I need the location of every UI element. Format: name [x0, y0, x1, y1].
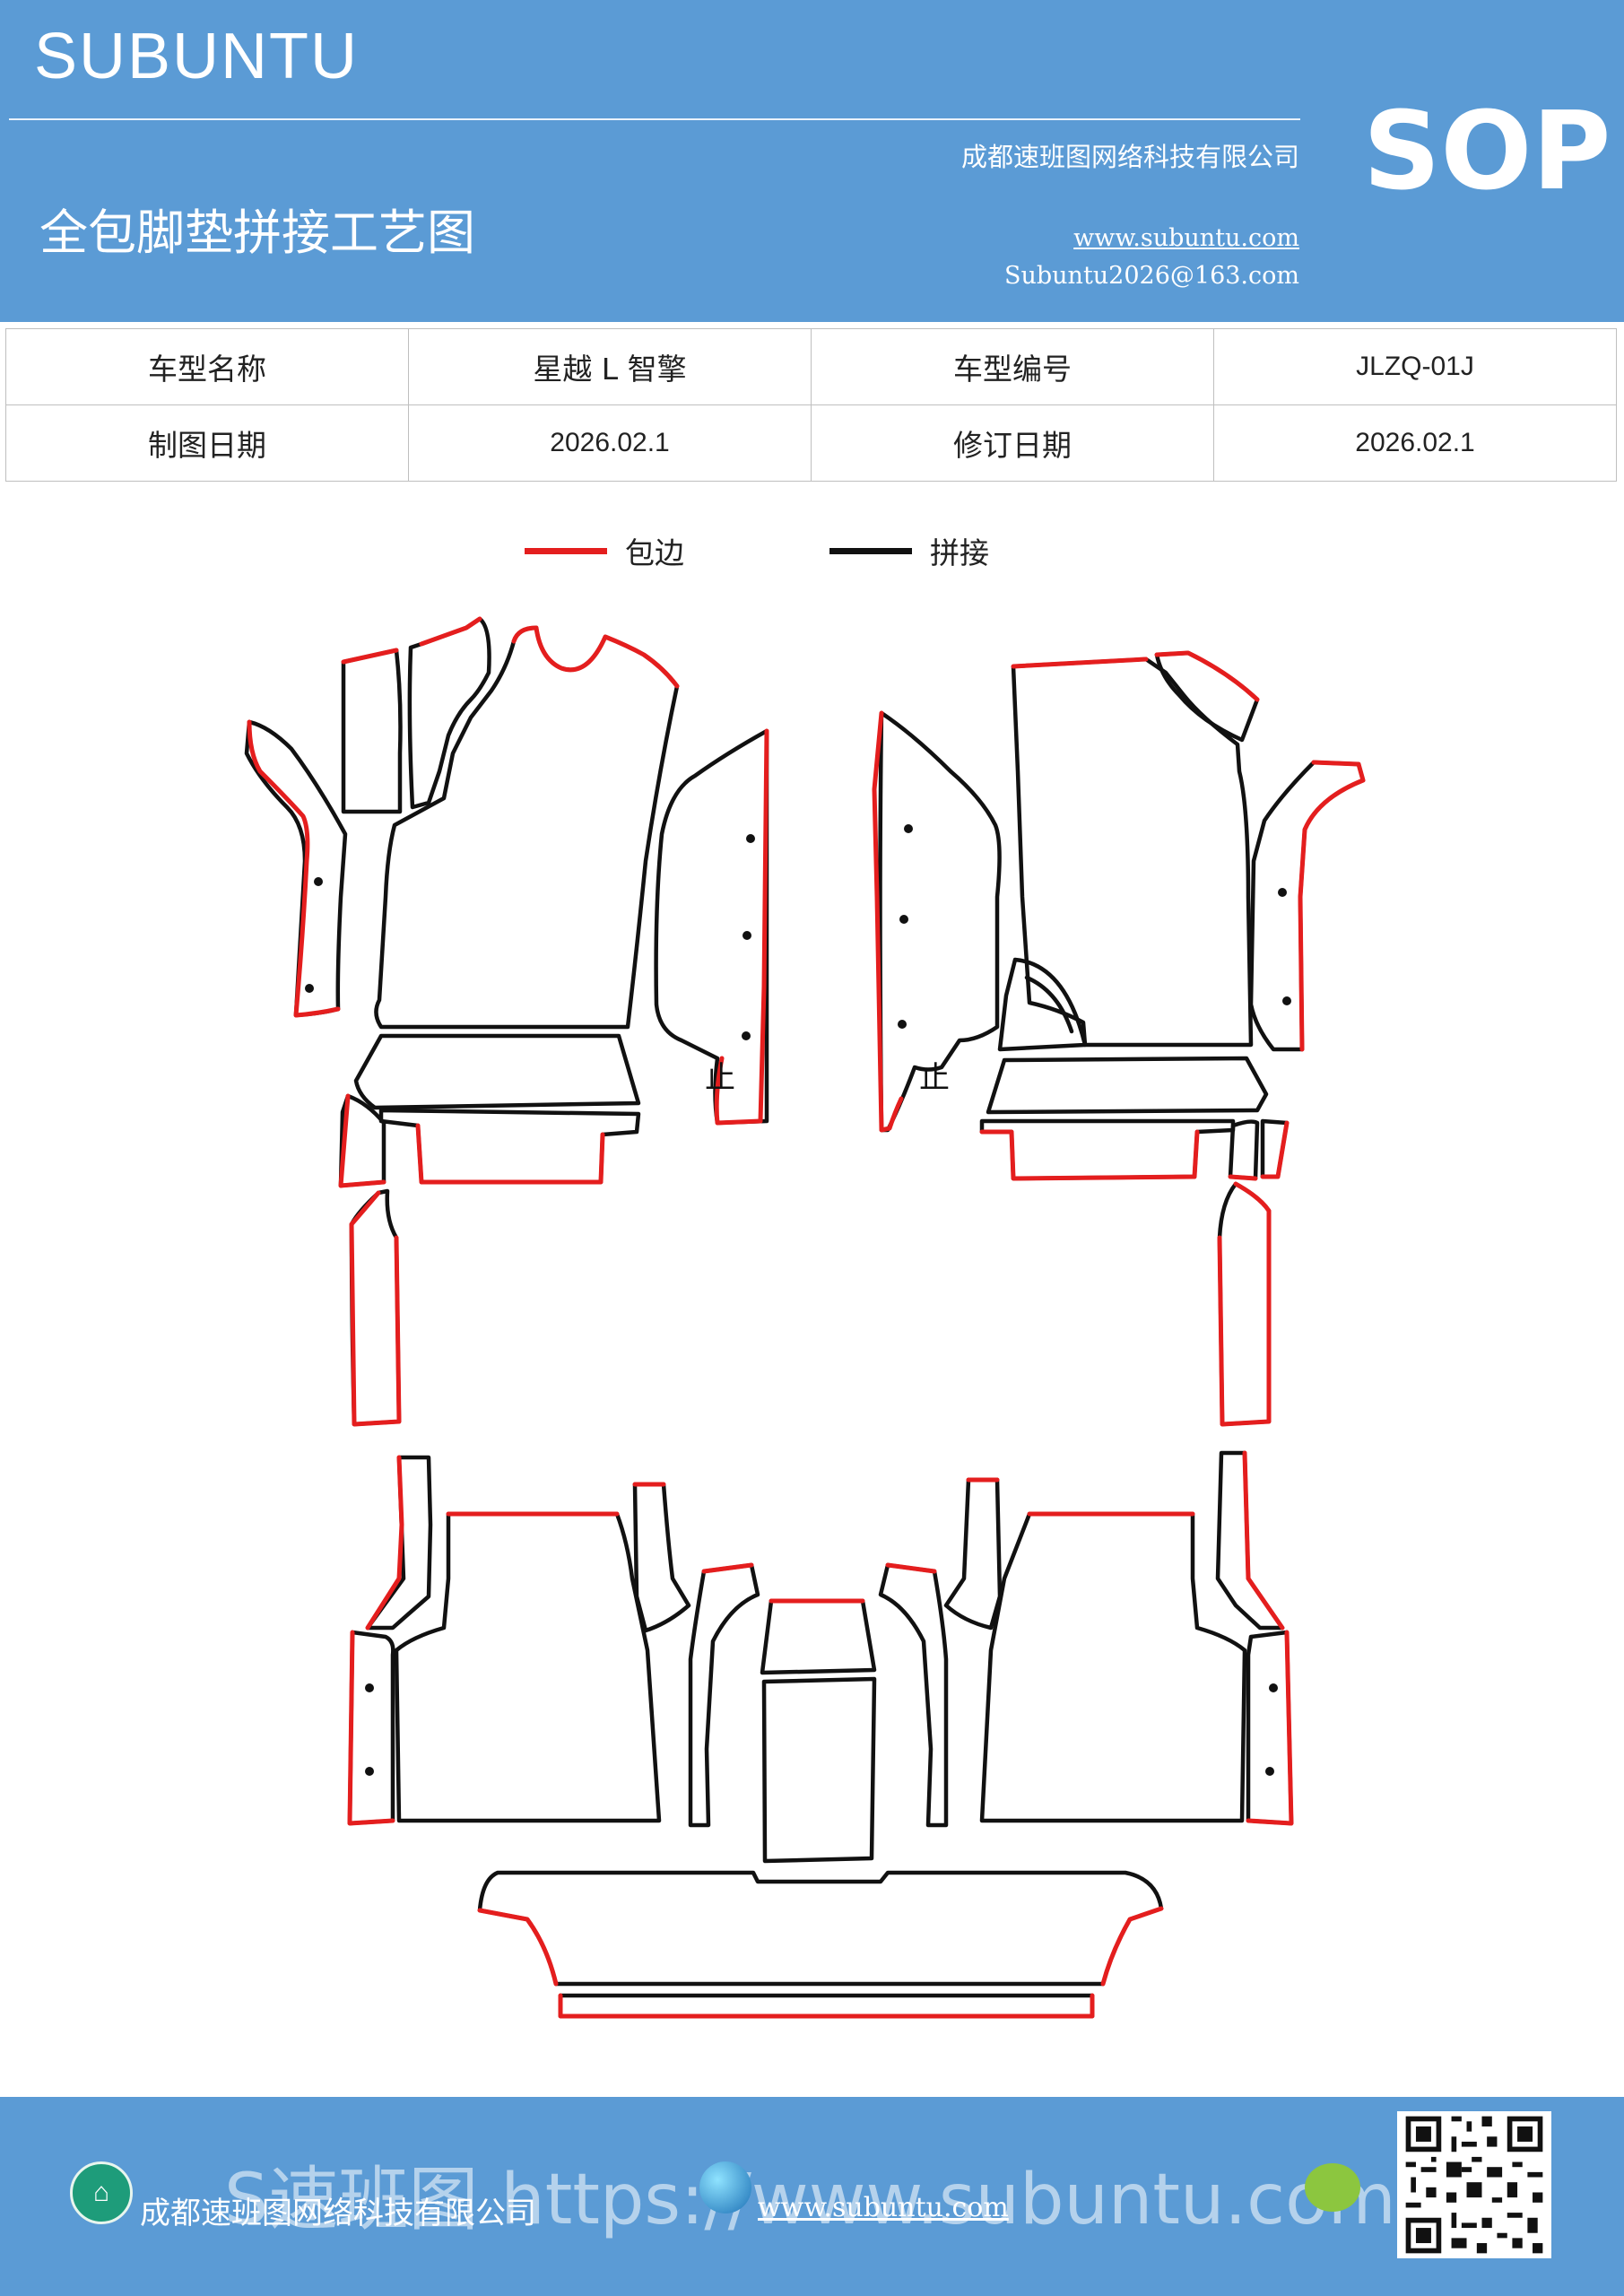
header-divider: [9, 118, 1300, 120]
left-front-strip-a: [341, 648, 403, 814]
footer-website-link[interactable]: www.subuntu.com: [758, 2192, 1009, 2223]
rear-right-main-mat: [979, 1511, 1247, 1823]
website-link[interactable]: www.subuntu.com: [1073, 224, 1299, 252]
rear-left-post: [632, 1482, 691, 1633]
home-icon: ⌂: [70, 2161, 133, 2224]
rear-right-tunnel-side: [878, 1562, 949, 1828]
draw-date-label: 制图日期: [5, 404, 409, 482]
right-front-side-panel: [1248, 760, 1366, 1052]
mounting-holes: [305, 824, 1291, 1776]
rear-right-pillar: [1215, 1450, 1285, 1631]
sop-badge: SOP: [1363, 90, 1611, 214]
right-front-quarter-piece: [997, 957, 1088, 1052]
header-banner: [0, 0, 1624, 322]
legend-splice: 拼接: [829, 529, 989, 572]
right-door-piece-top: [1228, 1118, 1290, 1181]
rear-left-side-strip: [347, 1630, 395, 1826]
rear-right-post: [943, 1477, 1003, 1631]
email-address: Subuntu2026@163.com: [1004, 262, 1299, 290]
model-code-label: 车型编号: [811, 328, 1214, 405]
revise-date-value: 2026.02.1: [1213, 404, 1617, 482]
center-tunnel-top: [760, 1598, 877, 1675]
left-front-side-panel: [244, 719, 348, 1018]
splice-line-swatch: [829, 547, 912, 554]
model-name-value: 星越 L 智擎: [408, 328, 812, 405]
footer-watermark-text: S速班图 https://www.subuntu.com: [224, 2160, 1396, 2240]
draw-date-value: 2026.02.1: [408, 404, 812, 482]
footer-company-name: 成都速班图网络科技有限公司: [140, 2196, 536, 2231]
right-door-piece-long: [1217, 1181, 1272, 1427]
right-front-wedge: [986, 1056, 1269, 1115]
vehicle-info-table: 车型名称 星越 L 智擎 车型编号 JLZQ-01J 制图日期 2026.02.…: [5, 328, 1617, 482]
trunk-mat: [477, 1870, 1164, 1987]
globe-icon: [699, 2161, 751, 2213]
company-name: 成都速班图网络科技有限公司: [960, 142, 1299, 172]
rear-left-pillar: [365, 1455, 433, 1631]
right-front-left-panel: [872, 710, 1002, 1133]
rear-left-tunnel-side: [688, 1562, 760, 1828]
edge-line-swatch: [525, 547, 607, 554]
table-row: 车型名称 星越 L 智擎 车型编号 JLZQ-01J: [5, 328, 1617, 405]
right-front-threshold: [979, 1118, 1236, 1181]
model-code-value: JLZQ-01J: [1213, 328, 1617, 405]
trunk-threshold-strip: [558, 1993, 1095, 2019]
left-front-right-panel: [654, 728, 769, 1126]
left-door-piece-long: [349, 1188, 402, 1427]
left-front-threshold: [378, 1108, 641, 1185]
model-name-label: 车型名称: [5, 328, 409, 405]
rear-right-side-strip: [1246, 1630, 1294, 1826]
leaf-icon: [1305, 2163, 1360, 2212]
right-front-main-mat: [1011, 657, 1254, 1048]
floor-mat-diagram: 止 止: [244, 616, 1366, 2019]
legend-edge-label: 包边: [625, 535, 684, 570]
left-front-strip-b: [407, 616, 491, 810]
stop-mark-left: 止: [705, 1060, 735, 1096]
brand-logo: SUBUNTU: [34, 21, 360, 92]
left-door-piece-top: [338, 1093, 386, 1188]
qr-code: [1397, 2111, 1551, 2258]
right-front-corner-piece: [1154, 650, 1260, 743]
legend-splice-label: 拼接: [930, 535, 989, 570]
stop-mark-right: 止: [919, 1060, 950, 1096]
center-tunnel-main: [761, 1676, 877, 1864]
left-front-wedge: [353, 1033, 641, 1110]
left-front-main-mat: [374, 625, 680, 1030]
table-row: 制图日期 2026.02.1 修订日期 2026.02.1: [5, 404, 1617, 482]
legend-edge: 包边: [525, 529, 684, 572]
document-title: 全包脚垫拼接工艺图: [39, 204, 475, 261]
revise-date-label: 修订日期: [811, 404, 1214, 482]
rear-left-main-mat: [394, 1511, 662, 1823]
